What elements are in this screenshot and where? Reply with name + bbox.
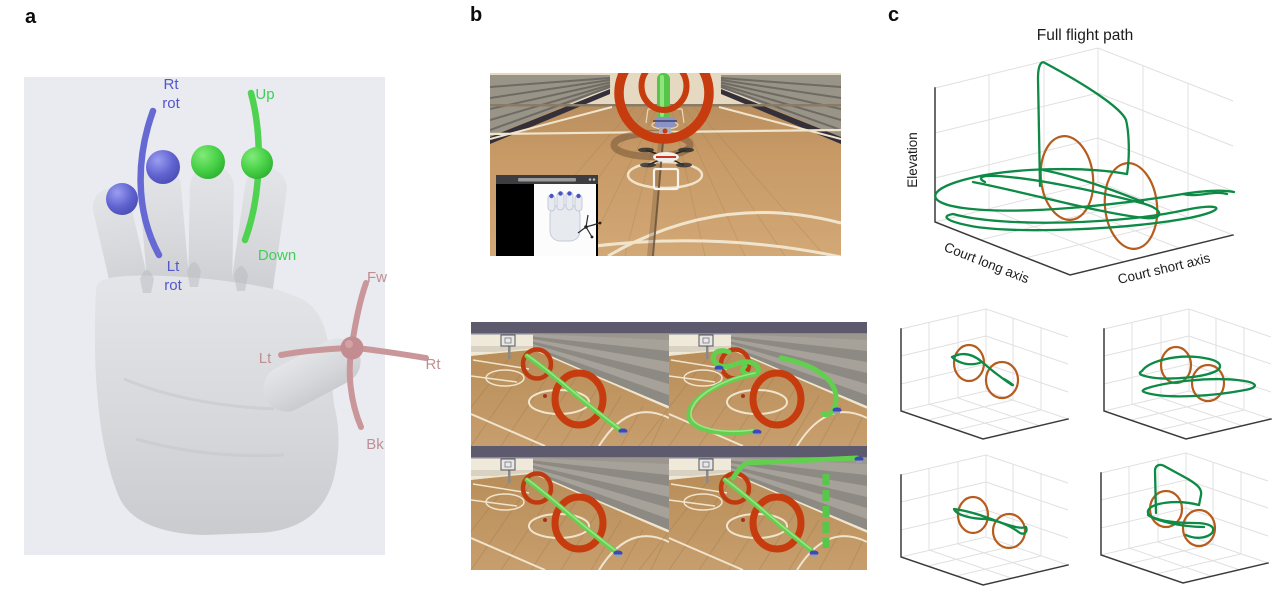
panel-b-replay-grid: [471, 322, 867, 570]
axis-label-elevation: Elevation: [905, 132, 920, 188]
ring-marker-2: [1103, 162, 1159, 250]
axis-label-court-long: Court long axis: [942, 239, 1032, 286]
thumb-marker: [340, 336, 364, 360]
label-fw: Fw: [367, 269, 387, 286]
ring-marker: [984, 360, 1020, 400]
flight-path-segment: [950, 352, 1015, 387]
thumb: [263, 338, 361, 412]
flight-path-segment: [1153, 463, 1203, 515]
ring-marker: [956, 495, 990, 535]
finger-marker-pinky: [106, 183, 138, 215]
flight-path-segment: [1138, 355, 1222, 380]
axis-label-court-short: Court short axis: [1116, 250, 1212, 287]
subplot-flat-loops: [1103, 308, 1272, 440]
flight-trail: [778, 355, 839, 418]
finger-marker-middle: [191, 145, 225, 179]
label-bk: Bk: [366, 436, 384, 453]
plot-gridlines: [934, 47, 1234, 263]
panel-label-b: b: [470, 4, 483, 26]
replay-quadrant-1: [471, 322, 669, 446]
label-rt: Rt: [426, 356, 442, 373]
panel-label-a: a: [25, 6, 37, 28]
flight-path-segment: [1141, 377, 1256, 398]
drone: [638, 147, 694, 191]
panel-c-main-plot: Full flight path Elevation Court long ax…: [905, 27, 1236, 287]
label-rt-rot-line2: rot: [162, 95, 180, 112]
thumb-translation-cross: [278, 280, 429, 430]
ball-marker: [662, 128, 668, 134]
flight-path: [934, 61, 1236, 232]
label-lt-rot-line2: rot: [164, 277, 182, 294]
flight-trail: [730, 455, 860, 481]
hand-inset-window: [496, 175, 602, 256]
ring-marker: [1181, 508, 1217, 548]
ring-marker: [991, 512, 1027, 550]
subplot-pass-with-loop: [900, 454, 1069, 586]
panel-b-sim-view: [490, 73, 841, 256]
flight-trail: [686, 371, 758, 436]
ring-marker: [1190, 363, 1226, 403]
subplot-straight-pass: [900, 308, 1069, 440]
flight-path-segment: [1146, 501, 1215, 539]
red-ring-near: [614, 73, 714, 144]
finger-marker-index: [241, 147, 273, 179]
gate-bracket: [652, 167, 680, 191]
finger-marker-ring: [146, 150, 180, 184]
label-down: Down: [258, 247, 296, 264]
replay-quadrant-4: [639, 446, 867, 570]
panel-label-c: c: [888, 4, 900, 26]
label-up: Up: [255, 86, 274, 103]
plot-axes: [934, 87, 1234, 276]
label-lt-rot-line1: Lt: [167, 258, 180, 275]
subplot-climb-over: [1100, 452, 1269, 584]
red-ring-far: [638, 73, 690, 113]
rotation-arc-blue: [137, 107, 163, 259]
plot-title: Full flight path: [1037, 27, 1134, 44]
hand-model: [92, 165, 361, 535]
flight-path-segment: [952, 507, 1028, 535]
replay-quadrant-3: [471, 446, 669, 570]
replay-quadrant-2: [639, 322, 867, 446]
panel-c-subplots: [900, 308, 1272, 586]
label-rt-rot-line1: Rt: [164, 77, 180, 93]
label-lt: Lt: [259, 350, 272, 367]
inset-hand-model: [547, 191, 602, 242]
panel-a-canvas: Rt rot Up Lt rot Down Fw Lt Rt Bk: [24, 77, 442, 555]
